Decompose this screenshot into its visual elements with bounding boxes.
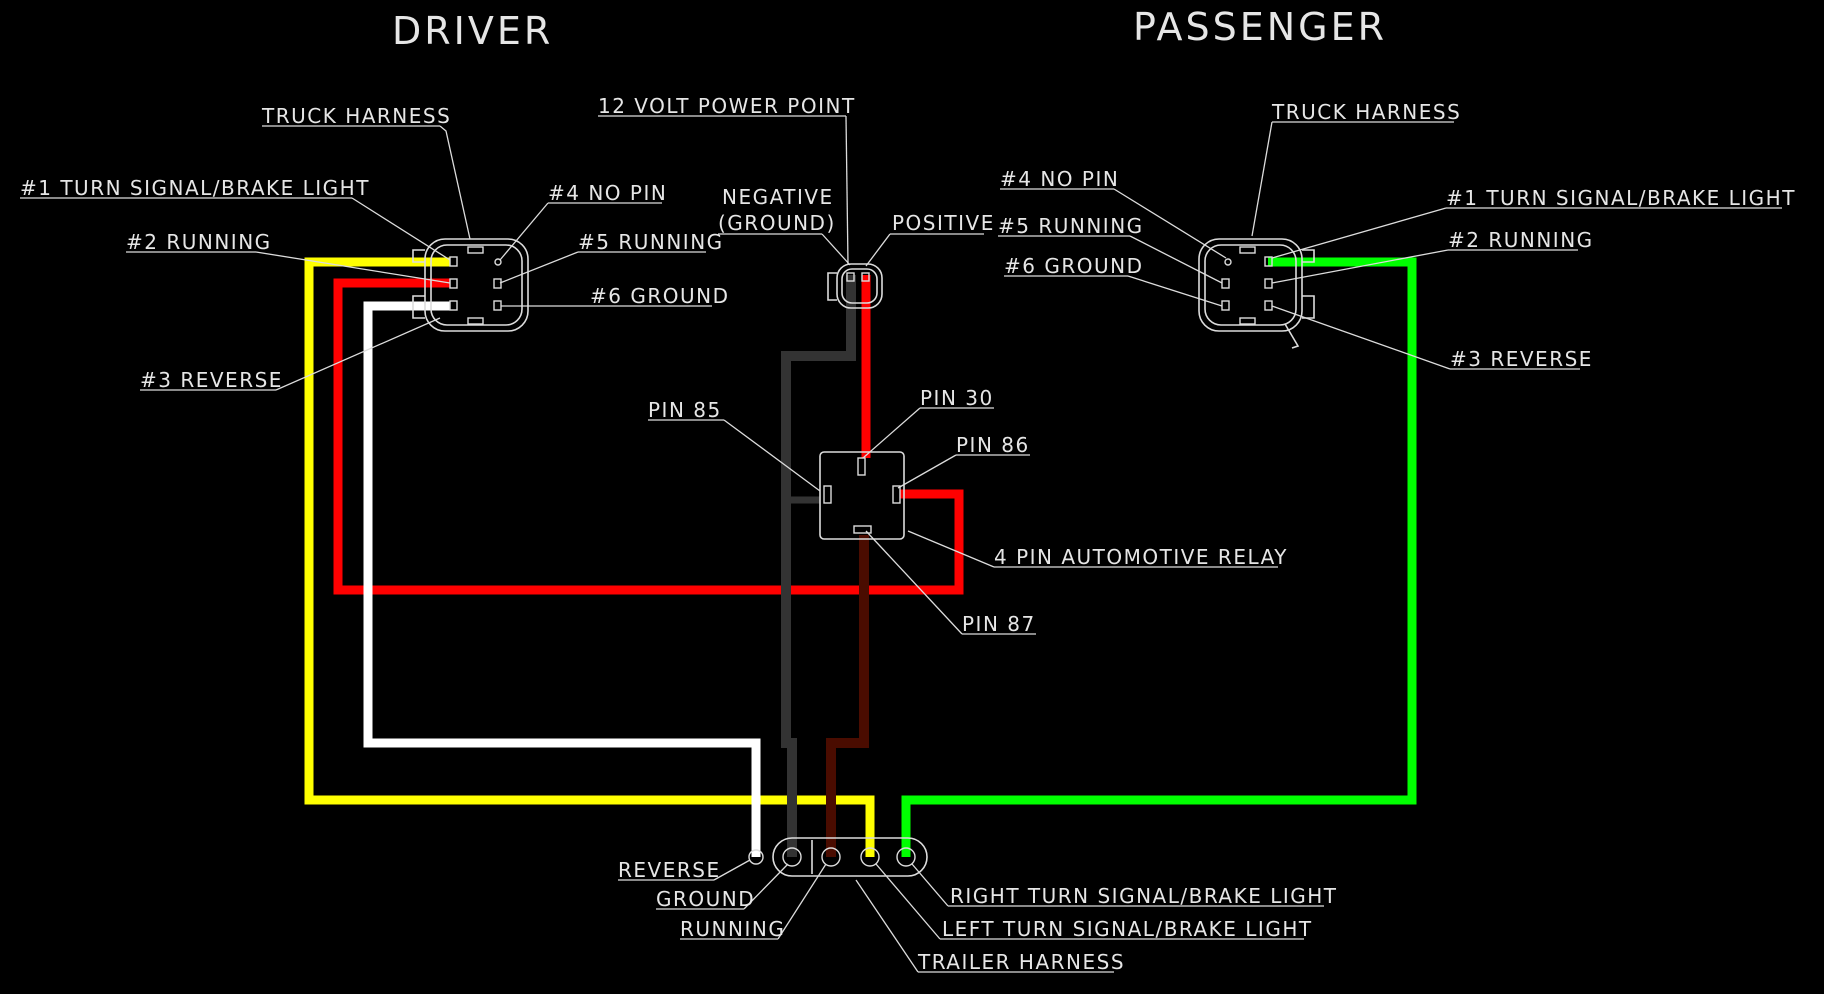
trailer-running-label: RUNNING (680, 917, 785, 941)
negative-label: NEGATIVE (722, 185, 834, 209)
trailer-ground-label: GROUND (656, 887, 755, 911)
trailer-harness (748, 837, 928, 877)
trailer-harness-label: TRAILER HARNESS (917, 950, 1125, 974)
pin87-label: PIN 87 (962, 612, 1036, 636)
driver-pin3-label: #3 REVERSE (140, 368, 283, 392)
wire-white (363, 301, 761, 857)
passenger-title: PASSENGER (1133, 5, 1387, 49)
driver-pin5-label: #5 RUNNING (578, 230, 724, 254)
passenger-pin5-label: #5 RUNNING (998, 214, 1144, 238)
leader-lines (20, 115, 1782, 973)
wire-red-driver (333, 278, 964, 595)
driver-pin4-label: #4 NO PIN (548, 181, 667, 205)
pin30-label: PIN 30 (920, 386, 994, 410)
relay (819, 451, 905, 540)
passenger-pin1-label: #1 TURN SIGNAL/BRAKE LIGHT (1446, 186, 1796, 210)
wire-yellow (304, 257, 875, 857)
wires (304, 257, 1417, 857)
power-point-label: 12 VOLT POWER POINT (598, 94, 856, 118)
wire-ground (781, 275, 856, 857)
passenger-pin2-label: #2 RUNNING (1448, 228, 1594, 252)
positive-label: POSITIVE (892, 211, 995, 235)
wire-brown (826, 535, 869, 857)
labels: DRIVER PASSENGER TRUCK HARNESS #1 TURN S… (20, 5, 1796, 974)
pin85-label: PIN 85 (648, 398, 722, 422)
driver-connector (412, 238, 529, 332)
trailer-reverse-label: REVERSE (618, 858, 721, 882)
trailer-right-turn-label: RIGHT TURN SIGNAL/BRAKE LIGHT (950, 884, 1337, 908)
ground-label: (GROUND) (718, 211, 836, 235)
power-point-connector (827, 263, 883, 309)
driver-pin2-label: #2 RUNNING (126, 230, 272, 254)
pin86-label: PIN 86 (956, 433, 1030, 457)
driver-truck-harness-label: TRUCK HARNESS (261, 104, 451, 128)
driver-title: DRIVER (392, 9, 553, 53)
driver-pin6-label: #6 GROUND (590, 284, 729, 308)
passenger-pin6-label: #6 GROUND (1004, 254, 1143, 278)
trailer-left-turn-label: LEFT TURN SIGNAL/BRAKE LIGHT (942, 917, 1313, 941)
wire-green (901, 257, 1417, 857)
passenger-pin4-label: #4 NO PIN (1000, 167, 1119, 191)
relay-name-label: 4 PIN AUTOMOTIVE RELAY (994, 545, 1288, 569)
driver-pin1-label: #1 TURN SIGNAL/BRAKE LIGHT (20, 176, 370, 200)
passenger-connector (1198, 238, 1315, 349)
passenger-pin3-label: #3 REVERSE (1450, 347, 1593, 371)
passenger-truck-harness-label: TRUCK HARNESS (1271, 100, 1461, 124)
